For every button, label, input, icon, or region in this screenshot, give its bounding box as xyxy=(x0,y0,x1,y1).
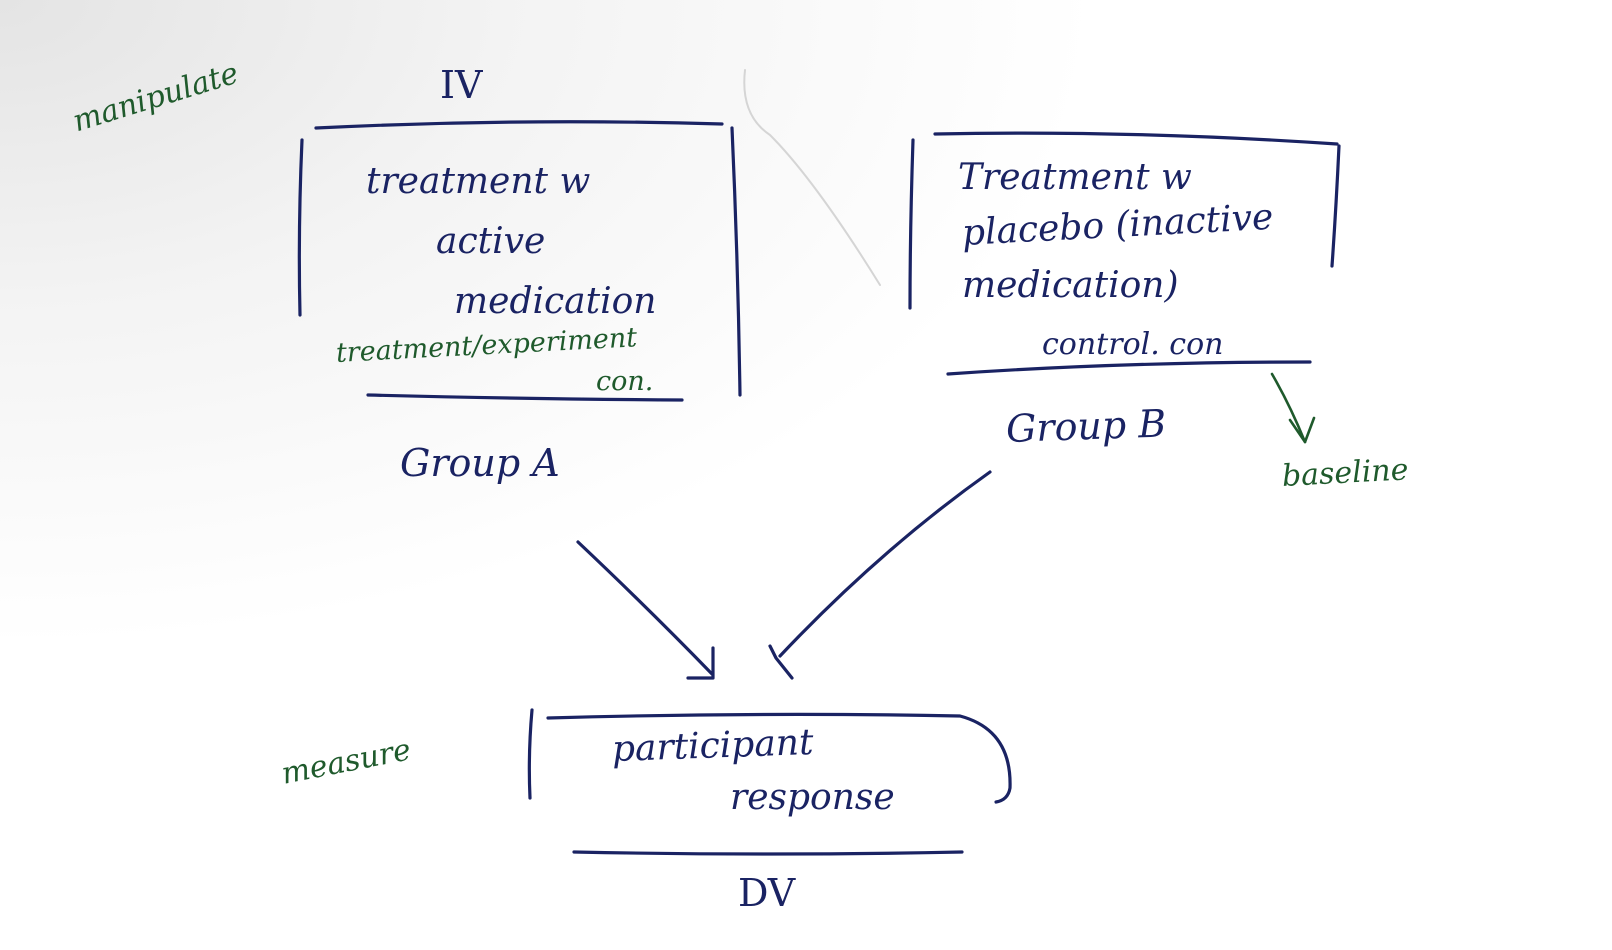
dv-underline xyxy=(572,850,964,856)
group-a-box-top xyxy=(314,120,724,130)
dv-label: DV xyxy=(738,871,796,915)
baseline-annotation: baseline xyxy=(1281,452,1410,494)
dv-box-line-2: response xyxy=(730,777,895,818)
group-b-underline xyxy=(946,360,1312,376)
dv-box-line-1: participant xyxy=(611,721,815,770)
baseline-arrow xyxy=(1270,372,1307,444)
iv-label: IV xyxy=(440,63,483,107)
group-b-label: Group B xyxy=(1005,401,1167,451)
paper-crease xyxy=(743,69,881,286)
group-b-condition: control. con xyxy=(1042,327,1224,362)
group-b-box-left xyxy=(908,138,915,310)
baseline-arrow-head xyxy=(1288,416,1316,444)
dv-box-left xyxy=(527,708,534,800)
group-a-box-right xyxy=(730,126,742,397)
group-a-box-line-3: medication xyxy=(454,281,657,322)
group-a-label: Group A xyxy=(400,441,560,485)
group-a-condition-line-2: con. xyxy=(596,366,654,397)
arrow-a-head xyxy=(686,646,715,680)
group-b-box-right xyxy=(1330,144,1341,268)
arrow-b-to-dv xyxy=(778,470,992,658)
arrow-b-head xyxy=(768,644,794,680)
group-a-box-line-1: treatment w xyxy=(366,161,591,202)
dv-box-top xyxy=(546,712,1012,804)
arrow-a-to-dv xyxy=(576,540,714,676)
group-b-box-line-3: medication) xyxy=(962,265,1179,306)
group-b-box-top xyxy=(933,131,1339,146)
group-a-box-left xyxy=(297,138,304,317)
group-b-box-line-1: Treatment w xyxy=(958,157,1192,198)
group-a-underline xyxy=(366,393,684,402)
group-a-box-line-2: active xyxy=(436,221,546,262)
